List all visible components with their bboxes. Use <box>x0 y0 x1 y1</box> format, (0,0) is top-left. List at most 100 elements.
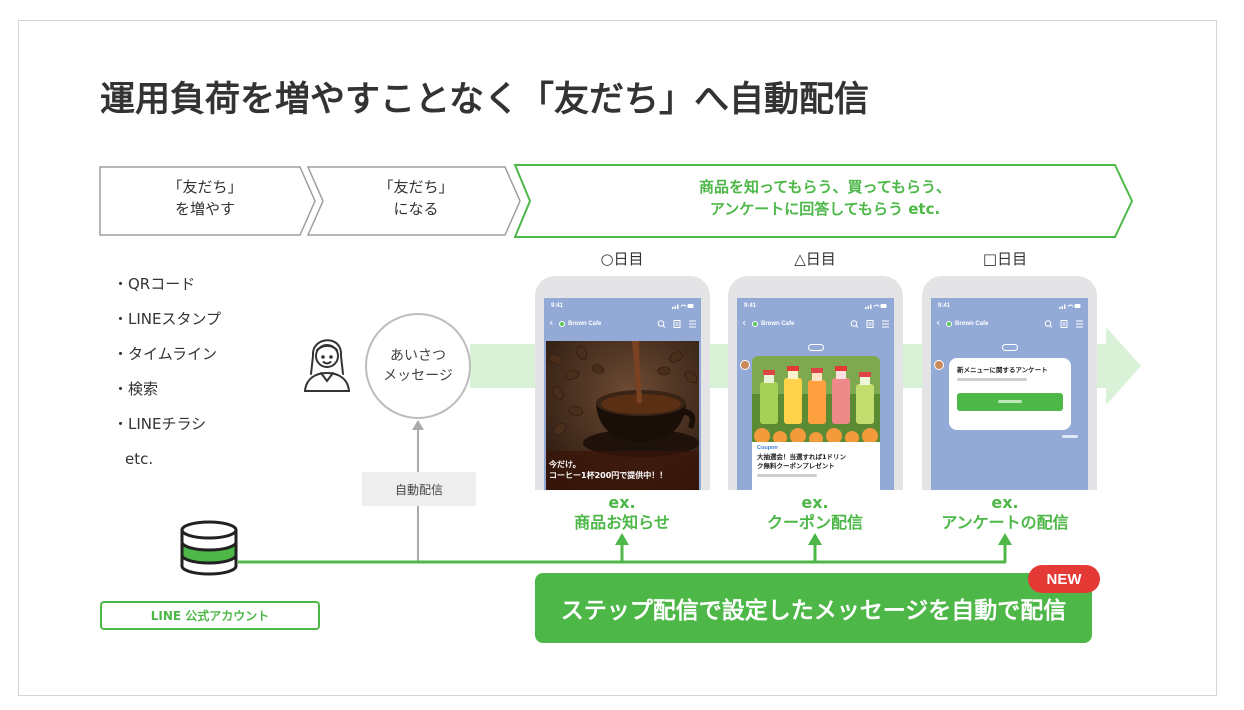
chat-screen: 9:41 ‹ Brown Cafe <box>737 298 894 490</box>
account-dot <box>752 321 758 327</box>
signal-battery-icon <box>865 304 887 309</box>
step-chevron-2 <box>306 166 521 236</box>
example-prefix: ex. <box>991 493 1019 512</box>
example-label-2: ex. クーポン配信 <box>730 493 900 533</box>
phone-mockup-3: 9:41 ‹ Brown Cafe 新メニューに関するアンケート <box>922 276 1097 490</box>
avatar <box>740 360 750 370</box>
step-2-line-2: になる <box>393 200 439 218</box>
coupon-line-1: 大抽選会！当選すれば1ドリン <box>757 453 847 461</box>
channel-item: ・検索 <box>113 380 159 398</box>
channel-item: ・QRコード <box>113 275 196 293</box>
step-3-line-2: アンケートに回答してもらう etc. <box>709 200 941 218</box>
promo-line-2: コーヒー1杯200円で提供中！！ <box>549 471 668 480</box>
example-label-1: ex. 商品お知らせ <box>537 493 707 533</box>
coupon-meta-placeholder <box>757 474 817 477</box>
step-chevron-3 <box>513 164 1134 238</box>
database-icon <box>180 520 238 576</box>
chat-name: Brown Cafe <box>761 321 795 327</box>
step-delivery-banner: ステップ配信で設定したメッセージを自動で配信 <box>535 573 1092 643</box>
coupon-card[interactable]: Coupon 大抽選会！当選すれば1ドリン ク無料クーポンプレゼント <box>752 356 880 490</box>
step-3-label: 商品を知ってもらう、買ってもらう、 アンケートに回答してもらう etc. <box>530 176 1120 220</box>
delivery-arrow-2 <box>808 533 822 562</box>
chevron-left-icon[interactable]: ‹ <box>936 316 941 329</box>
example-text: クーポン配信 <box>766 513 863 532</box>
menu-icon[interactable] <box>1076 320 1083 328</box>
status-bar: 9:41 <box>938 302 1081 310</box>
search-icon[interactable] <box>1044 320 1053 328</box>
step-2-label: 「友だち」 になる <box>318 176 514 220</box>
coupon-tag: Coupon <box>757 445 778 451</box>
example-text: 商品お知らせ <box>574 513 670 532</box>
example-label-3: ex. アンケートの配信 <box>920 493 1090 533</box>
header-icons <box>850 320 889 328</box>
delivery-arrow-3 <box>998 533 1012 562</box>
step-chevron-1 <box>99 166 316 236</box>
channel-item: ・LINEチラシ <box>113 415 207 433</box>
header-icons <box>657 320 696 328</box>
search-icon[interactable] <box>657 320 666 328</box>
step-1-line-2: を増やす <box>174 200 235 218</box>
example-prefix: ex. <box>608 493 636 512</box>
account-dot <box>559 321 565 327</box>
channel-item: ・LINEスタンプ <box>113 310 222 328</box>
example-prefix: ex. <box>801 493 829 512</box>
signal-battery-icon <box>672 304 694 309</box>
status-bar: 9:41 <box>744 302 887 310</box>
survey-card: 新メニューに関するアンケート <box>949 358 1071 430</box>
chat-name: Brown Cafe <box>955 321 989 327</box>
phone-mockup-1: 9:41 ‹ Brown Cafe <box>535 276 710 490</box>
page-title: 運用負荷を増やすことなく「友だち」へ自動配信 <box>100 80 869 120</box>
survey-answer-button[interactable] <box>957 393 1063 411</box>
juice-photo <box>752 356 880 442</box>
status-bar: 9:41 <box>551 302 694 310</box>
greeting-message-circle: あいさつ メッセージ <box>365 313 471 419</box>
button-label-placeholder <box>998 400 1022 403</box>
step-1-label: 「友だち」 を増やす <box>100 176 310 220</box>
chevron-left-icon[interactable]: ‹ <box>549 316 554 329</box>
survey-subtext-placeholder <box>957 378 1027 381</box>
chat-screen: 9:41 ‹ Brown Cafe <box>544 298 701 490</box>
search-icon[interactable] <box>850 320 859 328</box>
new-badge: NEW <box>1028 565 1100 593</box>
header-icons <box>1044 320 1083 328</box>
coupon-line-2: ク無料クーポンプレゼント <box>757 462 835 470</box>
date-chip <box>1001 344 1018 351</box>
person-icon <box>303 339 351 392</box>
timestamp-placeholder <box>1062 435 1078 438</box>
avatar <box>934 360 944 370</box>
channel-item: ・タイムライン <box>113 345 217 363</box>
coffee-photo <box>546 341 699 490</box>
menu-icon[interactable] <box>882 320 889 328</box>
chevron-left-icon[interactable]: ‹ <box>742 316 747 329</box>
promo-message-text: 今だけ。 コーヒー1杯200円で提供中！！ <box>549 459 667 481</box>
promo-line-1: 今だけ。 <box>549 460 581 469</box>
note-icon[interactable] <box>1060 320 1068 328</box>
channel-list: ・QRコード ・LINEスタンプ ・タイムライン ・検索 ・LINEチラシ et… <box>113 273 221 472</box>
phone-mockup-2: 9:41 ‹ Brown Cafe <box>728 276 903 490</box>
status-time: 9:41 <box>551 303 564 309</box>
day-label-1: ○日目 <box>600 250 644 268</box>
chat-header: ‹ Brown Cafe <box>737 316 894 331</box>
survey-title: 新メニューに関するアンケート <box>957 366 1048 374</box>
status-time: 9:41 <box>744 303 757 309</box>
signal-battery-icon <box>1059 304 1081 309</box>
auto-delivery-label: 自動配信 <box>362 472 476 506</box>
greeting-line-2: メッセージ <box>383 368 453 384</box>
note-icon[interactable] <box>866 320 874 328</box>
chat-header: ‹ Brown Cafe <box>931 316 1088 331</box>
channel-item-etc: etc. <box>125 450 154 468</box>
account-dot <box>946 321 952 327</box>
line-official-account-label: LINE 公式アカウント <box>100 601 320 630</box>
auto-delivery-arrowhead <box>412 420 424 430</box>
chat-screen: 9:41 ‹ Brown Cafe 新メニューに関するアンケート <box>931 298 1088 490</box>
example-text: アンケートの配信 <box>941 513 1069 532</box>
menu-icon[interactable] <box>689 320 696 328</box>
step-2-line-1: 「友だち」 <box>378 178 454 196</box>
status-time: 9:41 <box>938 303 951 309</box>
note-icon[interactable] <box>673 320 681 328</box>
step-3-line-1: 商品を知ってもらう、買ってもらう、 <box>698 178 951 196</box>
day-label-3: □日目 <box>982 250 1028 268</box>
coupon-text: 大抽選会！当選すれば1ドリン ク無料クーポンプレゼント <box>757 453 846 471</box>
date-chip <box>807 344 824 351</box>
